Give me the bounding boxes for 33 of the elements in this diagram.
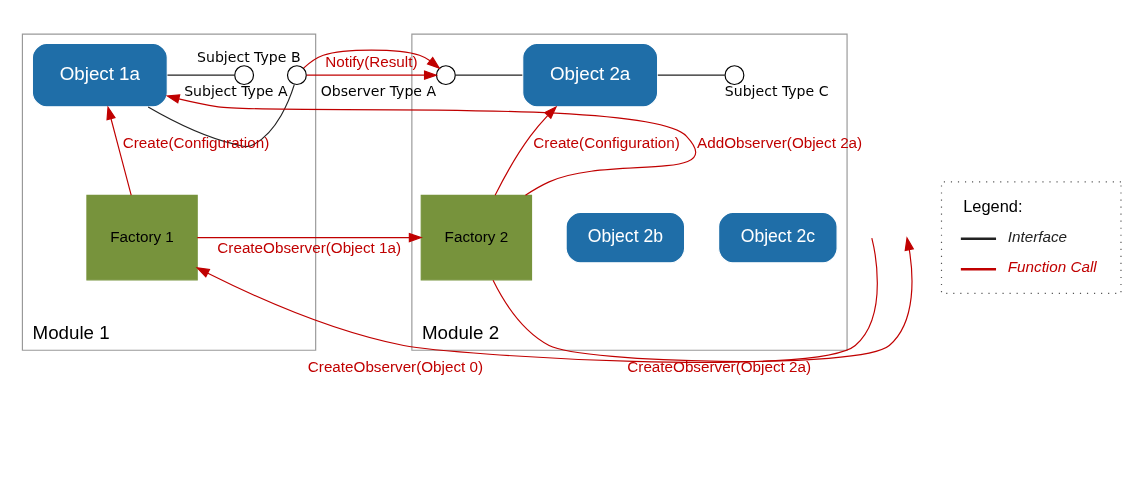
edge-label: Notify(Result)	[325, 53, 418, 71]
label: Legend:	[963, 197, 1023, 216]
node-label: Subject Type A	[184, 82, 288, 99]
arrow	[492, 236, 915, 362]
node-label: Subject Type B	[197, 48, 301, 65]
node-circle	[435, 65, 456, 86]
node-box: Object 2b	[565, 211, 686, 264]
edge-label: CreateObserver(Object 0)	[307, 357, 484, 375]
connector	[166, 74, 236, 76]
connector	[454, 74, 523, 76]
edge-label: AddObserver(Object 2a)	[697, 134, 863, 152]
edge-label: CreateObserver(Object 1a)	[217, 239, 402, 257]
connector	[657, 74, 726, 76]
arrow	[494, 105, 558, 196]
node-circle	[724, 65, 745, 86]
node-circle	[234, 65, 255, 86]
legend-label: Function Call	[1007, 258, 1097, 276]
arrow	[302, 49, 441, 81]
arrow	[196, 232, 423, 243]
legend-label: Interface	[1007, 227, 1068, 245]
arrow	[106, 105, 132, 196]
node-label: Observer Type A	[320, 82, 437, 99]
arrow	[195, 237, 878, 363]
node-box: Factory 2	[420, 194, 533, 281]
node-box: Object 2c	[718, 211, 838, 264]
node-box: Factory 1	[86, 194, 198, 281]
edge-label: CreateObserver(Object 2a)	[627, 357, 812, 375]
arrow	[165, 94, 697, 196]
node-label: Subject Type C	[724, 82, 829, 99]
edge-label: Create(Configuration)	[533, 134, 680, 152]
node-box: Object 2a	[522, 42, 659, 108]
node-circle	[286, 65, 307, 86]
node-box: Object 1a	[31, 42, 168, 108]
